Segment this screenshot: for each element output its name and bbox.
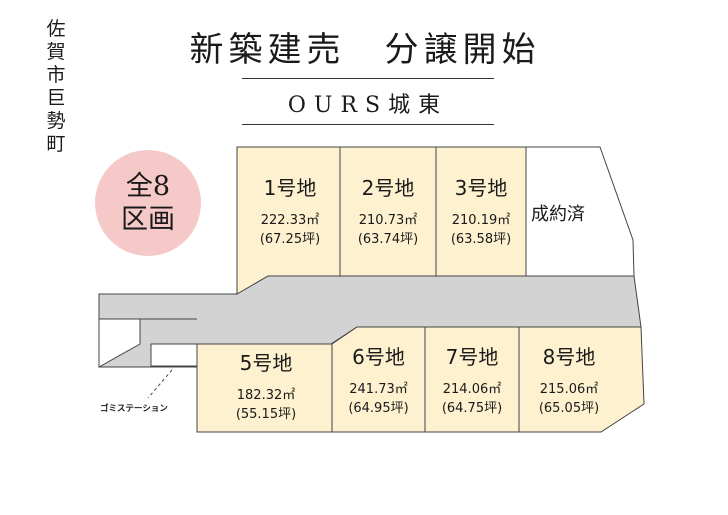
lot-tsubo: (64.75坪) — [441, 401, 503, 416]
lot-area: 210.19㎡ — [451, 213, 511, 228]
lot-tsubo: (55.15坪) — [235, 407, 297, 422]
location-vertical-text: 佐 賀 市 巨 勢 町 — [44, 18, 68, 156]
location-char: 町 — [46, 133, 66, 155]
lot-area: 182.32㎡ — [236, 388, 296, 403]
lot-name: 5号地 — [239, 351, 293, 375]
lot-3-parcel — [435, 146, 527, 277]
lot-tsubo: (64.95坪) — [348, 401, 409, 416]
title-rule-top — [242, 78, 494, 79]
location-char: 巨 — [46, 87, 66, 109]
lot-area: 210.73㎡ — [358, 213, 418, 228]
lot-tsubo: (65.05坪) — [538, 401, 600, 416]
lot-8-parcel — [518, 326, 645, 433]
lot-6-label: 6号地 241.73㎡ (64.95坪) — [333, 341, 424, 418]
lot-tsubo: (63.74坪) — [357, 232, 419, 247]
garbage-station-label: ゴミステーション — [100, 404, 168, 414]
lot-7-parcel — [424, 326, 520, 433]
lot-3-label: 3号地 210.19㎡ (63.58坪) — [437, 172, 525, 249]
lot-name: 3号地 — [454, 176, 508, 200]
lot-name: 1号地 — [263, 176, 317, 200]
location-char: 勢 — [46, 110, 66, 132]
lot-area: 214.06㎡ — [442, 382, 502, 397]
lot-name: 2号地 — [361, 176, 415, 200]
lot-tsubo: (67.25坪) — [259, 232, 321, 247]
lot-4-parcel-sold — [525, 146, 635, 277]
location-char: 佐 — [46, 18, 66, 40]
badge-line-1: 全8 — [125, 171, 171, 202]
lot-area: 222.33㎡ — [260, 213, 320, 228]
garbage-leader-line — [147, 369, 173, 399]
sold-label: 成約済 — [531, 204, 585, 225]
title-rule-bottom — [242, 124, 494, 125]
lot-5-label: 5号地 182.32㎡ (55.15坪) — [202, 347, 330, 424]
lot-7-label: 7号地 214.06㎡ (64.75坪) — [426, 341, 518, 418]
lot-name: 8号地 — [542, 345, 596, 369]
lot-name: 6号地 — [352, 345, 405, 369]
lot-area: 215.06㎡ — [539, 382, 599, 397]
page-title: 新築建売 分譲開始 — [189, 30, 541, 70]
location-char: 市 — [46, 64, 66, 86]
development-name: OURS城東 — [287, 93, 449, 118]
lot-2-label: 2号地 210.73㎡ (63.74坪) — [341, 172, 435, 249]
lot-count-badge: 全8 区画 — [95, 150, 201, 256]
lot-5-parcel — [196, 343, 333, 433]
lot-tsubo: (63.58坪) — [450, 232, 512, 247]
lot-1-label: 1号地 222.33㎡ (67.25坪) — [244, 172, 336, 249]
lot-1-parcel — [236, 146, 341, 295]
lot-2-parcel — [339, 146, 437, 277]
garbage-station-stub — [98, 318, 141, 368]
lot-name: 7号地 — [445, 345, 499, 369]
badge-line-2: 区画 — [121, 204, 175, 235]
location-char: 賀 — [46, 41, 66, 63]
lot-area: 241.73㎡ — [349, 382, 408, 397]
lot-8-label: 8号地 215.06㎡ (65.05坪) — [520, 341, 618, 418]
garbage-station-box — [150, 343, 198, 367]
